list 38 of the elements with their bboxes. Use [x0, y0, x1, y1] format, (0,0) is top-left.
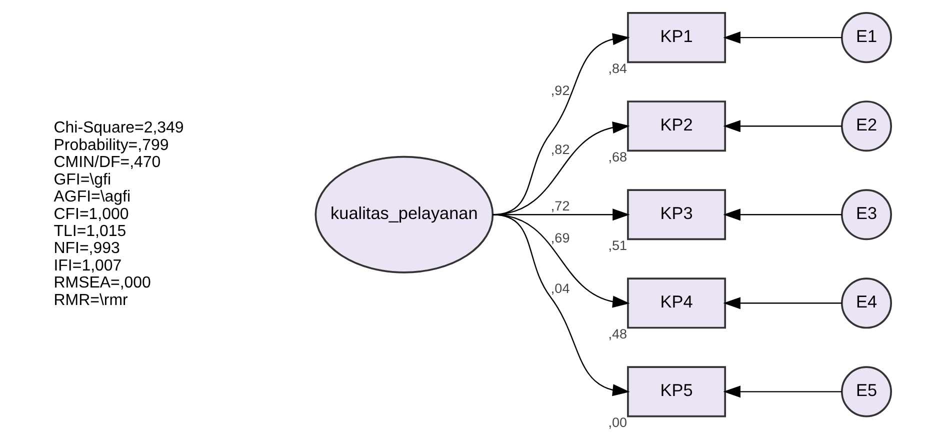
- label: RMR=\rmr: [54, 292, 128, 309]
- node-box: KP4: [627, 278, 726, 329]
- node-box: KP5: [627, 366, 726, 418]
- label: TLI=1,015: [54, 223, 126, 240]
- node-circle: E1: [840, 12, 892, 64]
- label: RMSEA=,000: [54, 274, 151, 292]
- node-label: ,48: [608, 326, 628, 342]
- label: GFI=\gfi: [54, 171, 112, 188]
- node-label: ,00: [608, 415, 628, 430]
- label: Probability=,799: [54, 136, 169, 154]
- edge-label: ,82: [550, 142, 570, 158]
- node-circle: E5: [840, 366, 892, 418]
- arrow: [723, 297, 842, 310]
- label: CFI=1,000: [54, 206, 129, 223]
- arrow: [723, 208, 842, 221]
- edge-label: ,04: [550, 281, 570, 296]
- arrow: [492, 214, 630, 396]
- node-box: KP2: [627, 100, 726, 152]
- arrow: [723, 120, 842, 132]
- arrow: [723, 386, 842, 398]
- node-circle: E4: [840, 278, 892, 329]
- label: IFI=1,007: [54, 257, 122, 274]
- edge-label: ,92: [550, 83, 570, 98]
- label: AGFI=\agfi: [54, 188, 131, 206]
- arrow: [723, 32, 842, 44]
- node-circle: E2: [840, 100, 892, 152]
- label: Chi-Square=2,349: [54, 120, 184, 137]
- node-circle: E3: [840, 189, 892, 240]
- edge-label: ,72: [550, 198, 570, 214]
- node-label: ,51: [608, 238, 628, 254]
- node-label: ,84: [608, 60, 628, 76]
- node-ellipse: kualitas_pelayanan: [314, 156, 494, 274]
- node-box: KP1: [627, 12, 726, 64]
- label: NFI=,993: [54, 240, 120, 258]
- edge-label: ,69: [550, 230, 570, 246]
- node-label: ,68: [608, 150, 628, 165]
- label: CMIN/DF=,470: [54, 154, 161, 172]
- node-box: KP3: [627, 189, 726, 240]
